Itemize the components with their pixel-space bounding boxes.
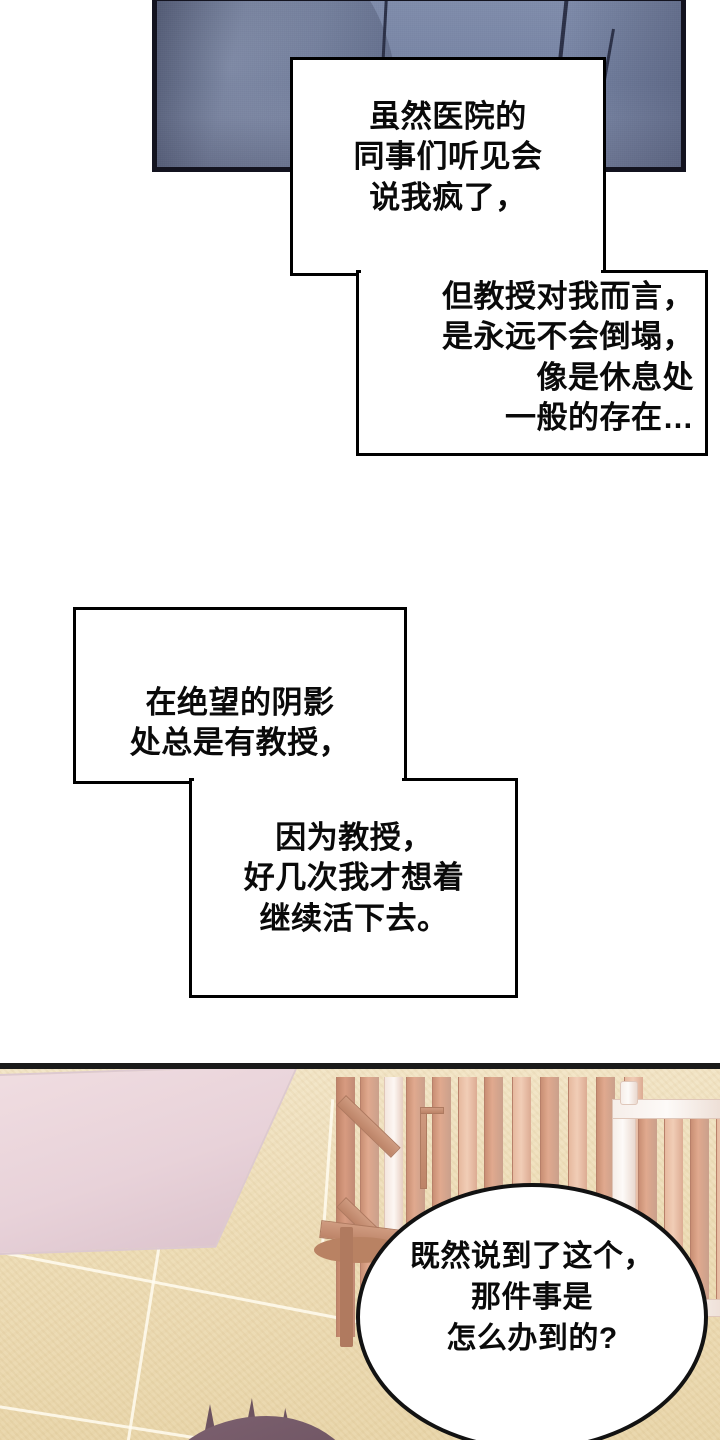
caption-box-2-lower (189, 778, 518, 998)
speech-bubble-text: 既然说到了这个， 那件事是 怎么办到的? (410, 1240, 654, 1355)
chair-slat (716, 1119, 720, 1309)
hair-mass (160, 1416, 360, 1440)
caption-1-lower-text: 但教授对我而言， 是永远不会倒塌， 像是休息处 一般的存在… (442, 279, 694, 435)
chair-frame-detail (420, 1107, 444, 1114)
character-head-hair (150, 1398, 380, 1440)
chair-slat (690, 1119, 709, 1309)
speech-bubble (356, 1183, 708, 1440)
chair-armrest (612, 1099, 720, 1119)
chair-leg (340, 1227, 353, 1347)
caption-2-upper-text: 在绝望的阴影 处总是有教授， (129, 685, 351, 761)
caption-1-seam (361, 268, 601, 276)
caption-2-seam (194, 776, 402, 784)
chair-frame-detail (420, 1107, 427, 1189)
caption-box-1-lower (356, 270, 708, 456)
railing-knob (620, 1081, 638, 1105)
caption-2-lower-text: 因为教授， 好几次我才想着 继续活下去。 (243, 820, 465, 936)
caption-1-upper-text: 虽然医院的 同事们听见会 说我疯了， (353, 99, 543, 215)
